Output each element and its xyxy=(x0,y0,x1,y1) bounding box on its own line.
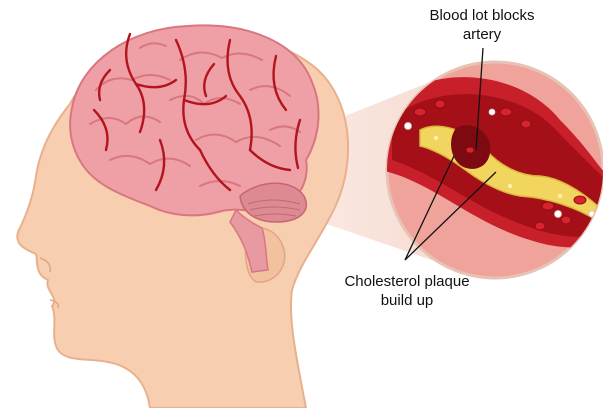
blood-clot-label-line-2: artery xyxy=(398,25,566,44)
cholesterol-plaque-label-line-1: Cholesterol plaque xyxy=(322,272,492,291)
blood-clot-label: Blood lot blocks artery xyxy=(398,6,566,44)
cholesterol-plaque-label-line-2: build up xyxy=(322,291,492,310)
cholesterol-plaque-label: Cholesterol plaque build up xyxy=(322,272,492,310)
blood-clot-label-line-1: Blood lot blocks xyxy=(398,6,566,25)
